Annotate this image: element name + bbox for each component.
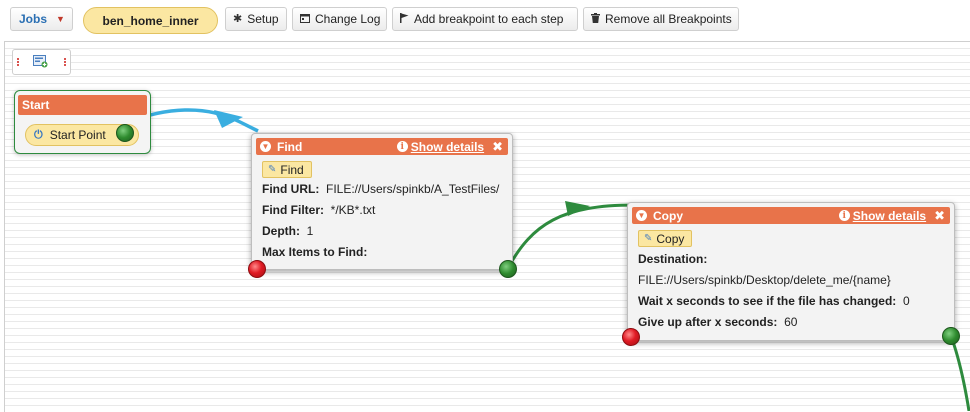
toolbar: Jobs ▼ ben_home_inner ✱ Setup Change Log… bbox=[0, 0, 970, 40]
drag-handle-icon[interactable] bbox=[17, 58, 19, 67]
copy-give-up-field: Give up after x seconds: 60 bbox=[638, 315, 798, 329]
change-log-button[interactable]: Change Log bbox=[292, 7, 387, 31]
copy-failure-port[interactable] bbox=[622, 328, 640, 346]
jobs-label: Jobs bbox=[19, 12, 48, 26]
calendar-icon bbox=[300, 13, 310, 26]
copy-node[interactable]: ▼ Copy i Show details ✖ ✎ Copy Destinati… bbox=[627, 202, 955, 341]
job-name: ben_home_inner bbox=[102, 13, 199, 28]
remove-breakpoints-label: Remove all Breakpoints bbox=[605, 12, 732, 26]
drag-handle-icon[interactable] bbox=[64, 58, 66, 67]
start-node-header[interactable]: Start bbox=[18, 95, 147, 115]
find-url-field: Find URL: FILE://Users/spinkb/A_TestFile… bbox=[262, 182, 500, 196]
gear-icon: ✱ bbox=[233, 12, 243, 25]
start-point-button[interactable]: ⏻ Start Point bbox=[25, 124, 139, 146]
copy-node-title: Copy bbox=[653, 208, 683, 223]
find-node[interactable]: ▼ Find i Show details ✖ ✎ Find Find URL:… bbox=[251, 133, 513, 270]
workflow-canvas[interactable] bbox=[4, 41, 970, 412]
chevron-down-icon[interactable]: ▼ bbox=[636, 210, 647, 221]
find-action-button[interactable]: ✎ Find bbox=[262, 161, 312, 178]
copy-node-header[interactable]: ▼ Copy i Show details ✖ bbox=[632, 207, 950, 224]
copy-show-details-link[interactable]: i Show details bbox=[838, 209, 926, 223]
chevron-down-icon: ▼ bbox=[56, 14, 65, 24]
close-icon[interactable]: ✖ bbox=[934, 208, 945, 223]
find-filter-field: Find Filter: */KB*.txt bbox=[262, 203, 376, 217]
start-point-label: Start Point bbox=[49, 128, 106, 142]
start-output-port[interactable] bbox=[116, 124, 134, 142]
pencil-icon: ✎ bbox=[644, 233, 653, 244]
find-show-details-link[interactable]: i Show details bbox=[396, 140, 484, 154]
close-icon[interactable]: ✖ bbox=[492, 139, 503, 154]
remove-breakpoints-button[interactable]: Remove all Breakpoints bbox=[583, 7, 739, 31]
find-node-header[interactable]: ▼ Find i Show details ✖ bbox=[256, 138, 508, 155]
flag-icon bbox=[400, 12, 409, 26]
start-node[interactable]: Start ⏻ Start Point bbox=[14, 90, 151, 154]
add-step-icon[interactable] bbox=[33, 55, 48, 68]
current-job-badge[interactable]: ben_home_inner bbox=[83, 7, 218, 34]
add-breakpoint-button[interactable]: Add breakpoint to each step bbox=[392, 7, 578, 31]
setup-label: Setup bbox=[247, 12, 279, 26]
find-node-title: Find bbox=[277, 139, 303, 154]
info-icon: i bbox=[396, 141, 408, 152]
find-success-port[interactable] bbox=[499, 260, 517, 278]
node-palette[interactable] bbox=[12, 49, 71, 75]
chevron-down-icon[interactable]: ▼ bbox=[260, 141, 271, 152]
jobs-dropdown[interactable]: Jobs ▼ bbox=[10, 7, 73, 31]
find-failure-port[interactable] bbox=[248, 260, 266, 278]
change-log-label: Change Log bbox=[315, 12, 381, 26]
info-icon: i bbox=[838, 210, 850, 221]
trash-icon bbox=[591, 12, 600, 26]
copy-destination-value: FILE://Users/spinkb/Desktop/delete_me/{n… bbox=[638, 273, 891, 287]
copy-destination-label: Destination: bbox=[638, 252, 708, 266]
setup-button[interactable]: ✱ Setup bbox=[225, 7, 287, 31]
power-icon: ⏻ bbox=[34, 128, 43, 141]
start-node-title: Start bbox=[22, 98, 50, 112]
copy-wait-field: Wait x seconds to see if the file has ch… bbox=[638, 294, 910, 308]
copy-success-port[interactable] bbox=[942, 327, 960, 345]
find-depth-field: Depth: 1 bbox=[262, 224, 314, 238]
copy-action-button[interactable]: ✎ Copy bbox=[638, 230, 693, 247]
pencil-icon: ✎ bbox=[268, 164, 277, 175]
add-breakpoint-label: Add breakpoint to each step bbox=[414, 12, 564, 26]
find-max-items-field: Max Items to Find: bbox=[262, 245, 368, 259]
